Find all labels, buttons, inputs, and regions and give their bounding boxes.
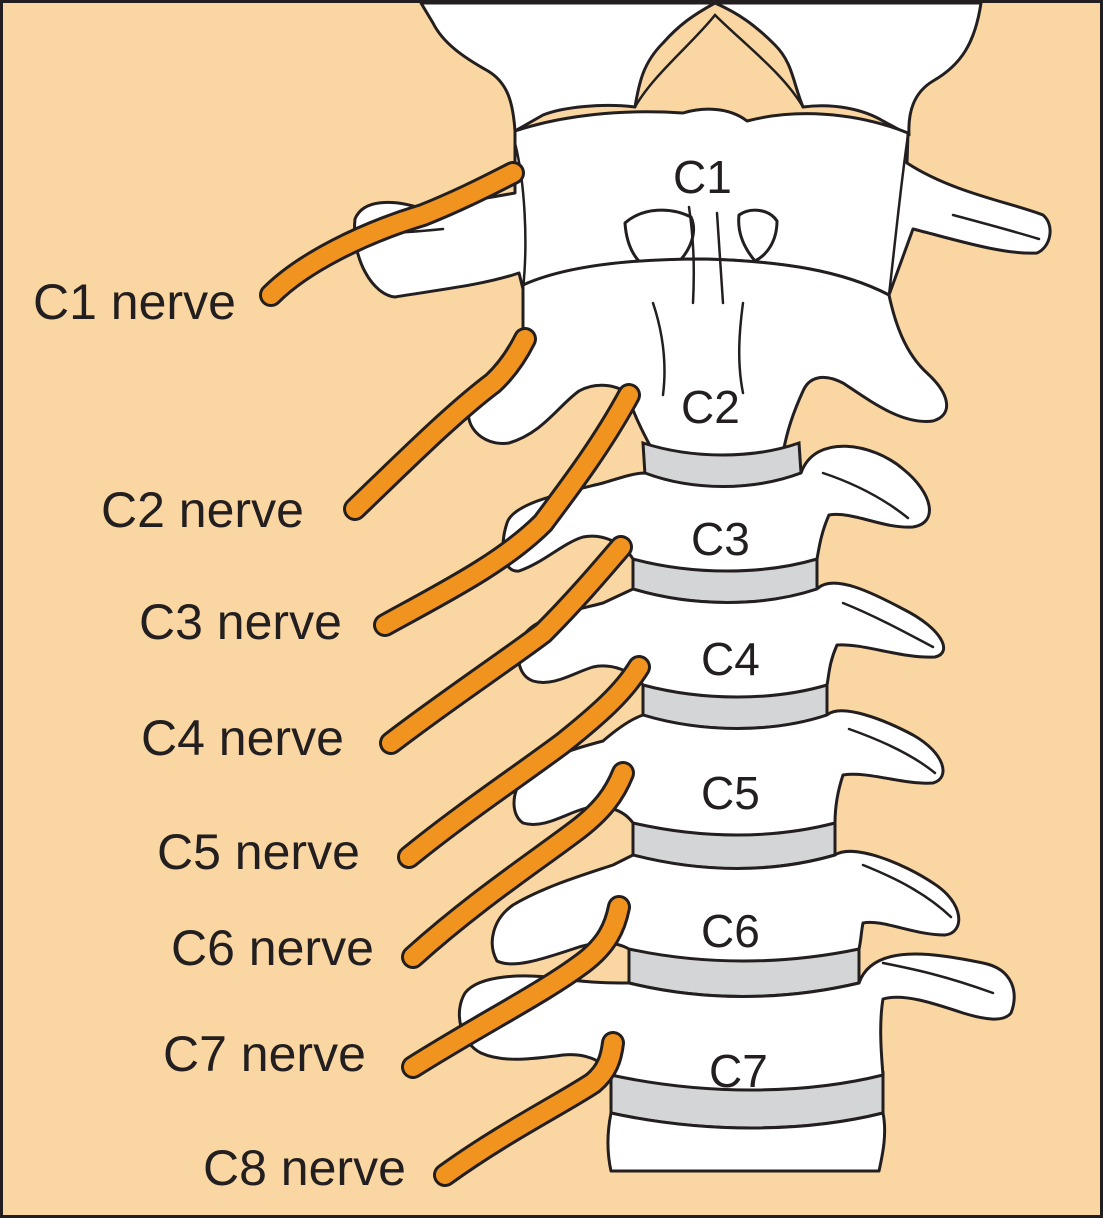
vertebra-label-c2: C2 <box>681 381 740 433</box>
nerve-label-c2: C2 nerve <box>101 482 304 538</box>
vertebra-label-c4: C4 <box>701 633 760 685</box>
nerve-c5 <box>397 655 651 869</box>
vertebra-label-c3: C3 <box>691 513 750 565</box>
nerve-label-c5: C5 nerve <box>157 824 360 880</box>
nerve-label-c6: C6 nerve <box>171 920 374 976</box>
nerve-c8 <box>433 1031 625 1187</box>
nerves <box>259 161 651 1187</box>
nerve-c6 <box>401 761 635 969</box>
nerve-c7 <box>401 895 631 1079</box>
vertebra-label-c5: C5 <box>701 767 760 819</box>
vertebra-label-c1: C1 <box>673 151 732 203</box>
nerve-label-c4: C4 nerve <box>141 710 344 766</box>
nerve-c2 <box>343 327 537 521</box>
nerve-labels: C1 nerve C2 nerve C3 nerve C4 nerve C5 n… <box>33 274 406 1196</box>
nerve-label-c7: C7 nerve <box>163 1026 366 1082</box>
diagram-canvas: C1 C2 C3 C4 C5 C6 C7 C1 nerve C2 nerve C… <box>3 3 1100 1215</box>
nerve-c1 <box>259 161 525 307</box>
nerve-c3 <box>373 383 641 637</box>
vertebra-label-c6: C6 <box>701 905 760 957</box>
vertebra-labels: C1 C2 C3 C4 C5 C6 C7 <box>673 151 768 1097</box>
vertebra-c3 <box>501 444 931 573</box>
vertebra-c5 <box>512 709 945 837</box>
vertebra-t1-partial <box>606 1111 887 1173</box>
nerve-c4 <box>379 535 633 755</box>
vertebra-c2 <box>466 205 949 459</box>
nerve-label-c8: C8 nerve <box>203 1140 406 1196</box>
vertebra-label-c7: C7 <box>709 1045 768 1097</box>
nerve-label-c1: C1 nerve <box>33 274 236 330</box>
nerve-label-c3: C3 nerve <box>139 594 342 650</box>
skull-base <box>419 3 983 137</box>
